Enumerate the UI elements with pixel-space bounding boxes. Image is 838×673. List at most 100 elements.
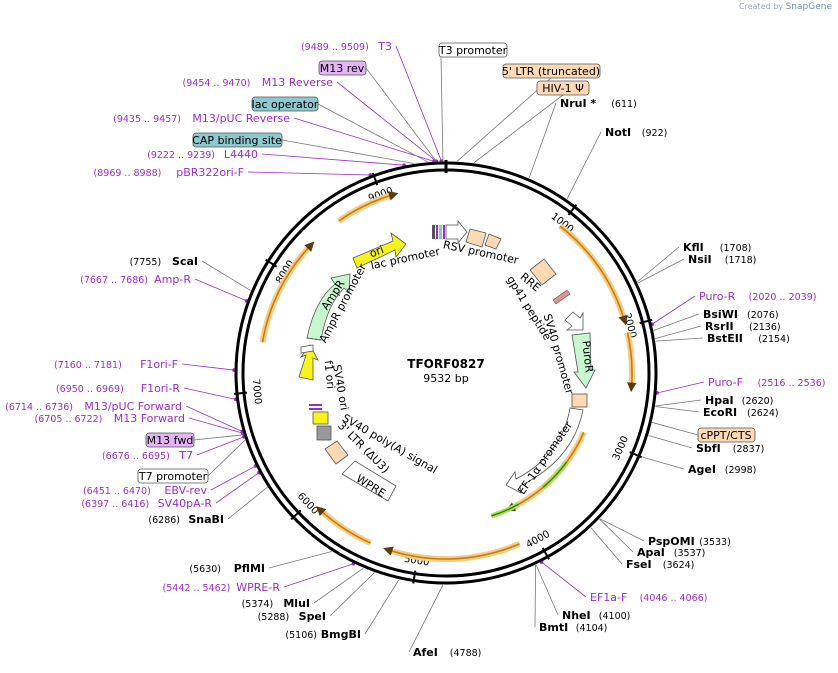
feature-f1-ori[interactable]: [298, 344, 319, 381]
enzyme-site[interactable]: SbfI(2837): [696, 442, 764, 455]
primer-site[interactable]: EBV-rev(6451 .. 6470): [83, 484, 208, 497]
enzyme-site[interactable]: RsrII(2136): [705, 320, 781, 333]
orf-arc[interactable]: [338, 191, 399, 222]
feature-gp41[interactable]: [552, 289, 571, 305]
primer-site[interactable]: EF1a-F(4046 .. 4066): [590, 591, 707, 604]
enzyme-name: BsiWI: [703, 308, 738, 321]
orf-arc[interactable]: [261, 241, 315, 343]
enzyme-site[interactable]: SnaBI(6286): [148, 513, 224, 526]
box-lac-operator[interactable]: lac operator: [251, 96, 319, 112]
primer-name: F1ori-F: [140, 358, 178, 371]
svg-text:HIV-1 Ψ: HIV-1 Ψ: [542, 82, 584, 95]
enzyme-site[interactable]: BmtI(4104): [539, 621, 607, 634]
primer-site[interactable]: M13/pUC Reverse(9435 .. 9457): [113, 112, 290, 125]
enzyme-site[interactable]: NruI *(611): [560, 97, 637, 110]
enzyme-site[interactable]: NheI(4100): [562, 609, 630, 622]
feature-hiv-psi[interactable]: [484, 233, 502, 250]
enzyme-leader: [640, 456, 685, 470]
feature-lac-promoter[interactable]: [432, 225, 445, 239]
feature-ampr[interactable]: [306, 273, 351, 341]
enzyme-site[interactable]: MluI(5374): [242, 597, 310, 610]
box-m13-rev[interactable]: M13 rev: [318, 60, 367, 76]
enzyme-site[interactable]: FseI(3624): [626, 558, 694, 571]
enzyme-site[interactable]: ScaI(7755): [130, 255, 198, 268]
primer-site[interactable]: WPRE-R(5442 .. 5462): [163, 581, 281, 594]
enzyme-site[interactable]: HpaI(2620): [705, 394, 773, 407]
box-t7-promoter[interactable]: T7 promoter: [137, 468, 209, 484]
enzyme-leader: [201, 260, 251, 291]
enzyme-site[interactable]: SpeI(5288): [258, 610, 326, 623]
feature-ampr-promoter[interactable]: [300, 344, 314, 354]
box-cap-binding-site[interactable]: CAP binding site: [192, 132, 283, 148]
box-hiv1-psi[interactable]: HIV-1 Ψ: [536, 80, 590, 96]
feature-sv40-promoter[interactable]: [564, 311, 584, 331]
enzyme-site[interactable]: KflI(1708): [683, 241, 751, 254]
orf-arc-green[interactable]: [542, 461, 568, 489]
primer-name: pBR322ori-F: [176, 166, 244, 179]
enzyme-site[interactable]: BstEII(2154): [707, 332, 790, 345]
enzyme-site[interactable]: PspOMI(3533): [648, 535, 731, 548]
primer-position: (6676 .. 6695): [102, 451, 170, 462]
primer-site[interactable]: SV40pA-R(6397 .. 6416): [81, 497, 212, 510]
enzyme-position: (3624): [663, 560, 695, 571]
feature-wpre[interactable]: WPRE: [341, 460, 397, 502]
primer-site[interactable]: pBR322ori-F (8969 .. 8988): [94, 166, 244, 179]
enzyme-position: (4100): [599, 611, 631, 622]
feature-puror[interactable]: PuroR: [571, 332, 596, 389]
box-leader: [365, 67, 437, 162]
orf-arc[interactable]: [626, 332, 637, 393]
enzyme-site[interactable]: ApaI (3537): [637, 546, 705, 559]
feature-t3-promoter-arrow[interactable]: [445, 219, 468, 245]
orf-arc[interactable]: [383, 543, 520, 560]
primer-site[interactable]: Puro-F(2516 .. 2536): [708, 376, 825, 389]
primer-site[interactable]: T3(9489 .. 9509): [301, 40, 392, 53]
feature-5ltr[interactable]: [465, 228, 487, 248]
enzyme-name: EcoRI: [703, 406, 737, 419]
enzyme-site[interactable]: BsiWI(2076): [703, 308, 779, 321]
feature-ori[interactable]: ori: [352, 232, 407, 269]
enzyme-site[interactable]: AgeI(2998): [688, 463, 756, 476]
enzyme-position: (1718): [725, 255, 757, 266]
box-m13-fwd[interactable]: M13 fwd: [145, 432, 195, 448]
enzyme-site[interactable]: BmgBI(5106): [285, 628, 361, 641]
svg-text:PuroR: PuroR: [579, 340, 595, 374]
primer-site[interactable]: Puro-R(2020 .. 2039): [699, 290, 816, 303]
enzyme-name: ApaI: [637, 546, 665, 559]
primer-site[interactable]: F1ori-R(6950 .. 6969): [56, 382, 180, 395]
enzyme-site[interactable]: EcoRI(2624): [703, 406, 779, 419]
box-t3-promoter[interactable]: T3 promoter: [438, 42, 508, 58]
box-5ltr-truncated[interactable]: 5' LTR (truncated): [502, 63, 601, 79]
enzyme-position: (7755): [130, 257, 162, 268]
enzyme-leader: [655, 337, 704, 342]
enzyme-site[interactable]: NsiI(1718): [688, 253, 756, 266]
orf-arc[interactable]: [559, 225, 628, 326]
primer-site[interactable]: T7(6676 .. 6695): [102, 449, 193, 462]
orf-arc-green[interactable]: [491, 503, 519, 517]
primer-site[interactable]: M13 Reverse(9454 .. 9470): [183, 76, 334, 89]
enzyme-site[interactable]: PflMI(5630): [189, 562, 265, 575]
feature-rre[interactable]: [529, 258, 557, 286]
primer-site[interactable]: L4440(9222 .. 9239): [147, 148, 258, 161]
primer-position: (8969 .. 8988): [94, 168, 162, 179]
box-cppt-cts[interactable]: cPPT/CTS: [697, 427, 756, 443]
primer-name: EBV-rev: [164, 484, 207, 497]
primer-site[interactable]: Amp-R(7667 .. 7686): [80, 273, 191, 286]
enzyme-leader: [535, 564, 559, 616]
feature-sv40-ori[interactable]: [309, 404, 329, 425]
enzyme-site[interactable]: AfeI(4788): [413, 646, 481, 659]
primer-name: F1ori-R: [141, 382, 181, 395]
feature-3ltr[interactable]: [324, 440, 349, 465]
feature-sv40-polya[interactable]: [316, 425, 332, 441]
enzyme-name: AgeI: [688, 463, 716, 476]
primer-site[interactable]: F1ori-F(7160 .. 7181): [54, 358, 178, 371]
primer-site[interactable]: M13 Forward(6705 .. 6722): [35, 412, 185, 425]
orf-arc[interactable]: [316, 506, 371, 544]
enzyme-position: (5374): [242, 599, 274, 610]
primer-name: Amp-R: [154, 273, 191, 286]
primer-leader: [194, 278, 247, 302]
enzyme-site[interactable]: NotI(922): [605, 126, 667, 139]
primer-leader: [656, 381, 705, 394]
feature-cppt[interactable]: [571, 393, 588, 408]
primer-site[interactable]: M13/pUC Forward(6714 .. 6736): [5, 400, 182, 413]
enzyme-position: (3537): [674, 548, 706, 559]
